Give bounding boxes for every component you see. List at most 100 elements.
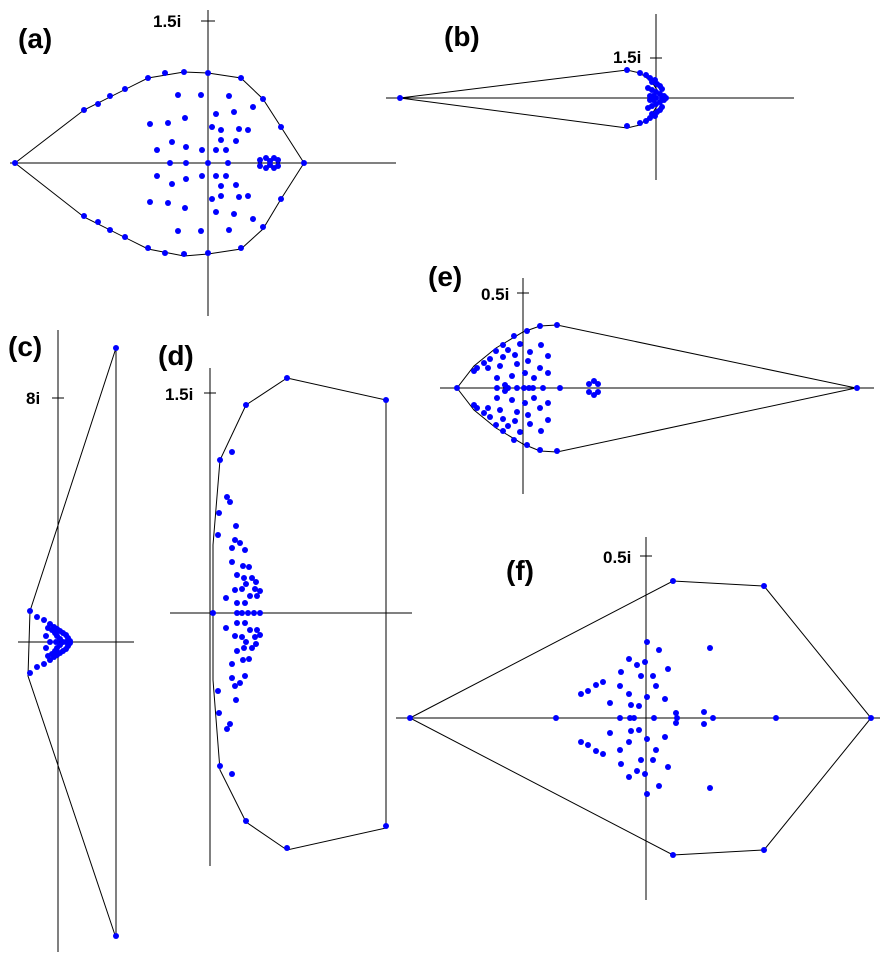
eigenvalue-point [216, 510, 222, 516]
eigenvalue-point [642, 659, 648, 665]
eigenvalue-point [636, 703, 642, 709]
eigenvalue-point [530, 385, 536, 391]
eigenvalue-point [236, 194, 242, 200]
eigenvalue-point [595, 389, 601, 395]
eigenvalue-point [229, 675, 235, 681]
eigenvalue-point [243, 581, 249, 587]
eigenvalue-point [257, 163, 263, 169]
eigenvalue-point [63, 639, 69, 645]
eigenvalue-point [454, 385, 460, 391]
eigenvalue-point [229, 559, 235, 565]
eigenvalue-point [229, 545, 235, 551]
eigenvalue-point [231, 211, 237, 217]
eigenvalue-point [761, 847, 767, 853]
eigenvalue-point [537, 405, 543, 411]
eigenvalue-point [254, 593, 260, 599]
eigenvalue-point [505, 347, 511, 353]
eigenvalue-point [524, 328, 530, 334]
eigenvalue-point [218, 127, 224, 133]
eigenvalue-point [162, 250, 168, 256]
eigenvalue-point [600, 679, 606, 685]
eigenvalue-point [245, 193, 251, 199]
eigenvalue-point [485, 365, 491, 371]
panel-d-tick-label: 1.5i [165, 385, 193, 404]
eigenvalue-point [240, 563, 246, 569]
eigenvalue-point [647, 115, 653, 121]
eigenvalue-point [618, 761, 624, 767]
eigenvalue-point [45, 625, 51, 631]
eigenvalue-point [509, 397, 515, 403]
eigenvalue-point [607, 730, 613, 736]
eigenvalue-point [43, 633, 49, 639]
eigenvalue-point [233, 138, 239, 144]
eigenvalue-point [237, 540, 243, 546]
panel-c-points [27, 345, 119, 939]
eigenvalue-point [210, 610, 216, 616]
eigenvalue-point [494, 375, 500, 381]
eigenvalue-point [237, 680, 243, 686]
eigenvalue-point [41, 617, 47, 623]
eigenvalue-point [34, 664, 40, 670]
eigenvalue-point [500, 354, 506, 360]
eigenvalue-point [647, 75, 653, 81]
panel-d-points [210, 375, 389, 851]
eigenvalue-point [242, 547, 248, 553]
eigenvalue-point [233, 523, 239, 529]
eigenvalue-point [651, 715, 657, 721]
panel-b-tick-label: 1.5i [613, 48, 641, 67]
eigenvalue-point [701, 721, 707, 727]
eigenvalue-point [253, 641, 259, 647]
eigenvalue-point [247, 627, 253, 633]
eigenvalue-point [644, 736, 650, 742]
eigenvalue-point [145, 75, 151, 81]
eigenvalue-point [578, 739, 584, 745]
eigenvalue-point [650, 93, 656, 99]
panel-c-tick-label: 8i [26, 389, 40, 408]
panel-d-label: (d) [158, 340, 194, 371]
eigenvalue-point [154, 147, 160, 153]
eigenvalue-point [81, 107, 87, 113]
eigenvalue-point [531, 395, 537, 401]
eigenvalue-point [232, 633, 238, 639]
eigenvalue-point [95, 101, 101, 107]
eigenvalue-point [231, 109, 237, 115]
eigenvalue-point [537, 365, 543, 371]
eigenvalue-point [213, 209, 219, 215]
eigenvalue-point [595, 381, 601, 387]
eigenvalue-point [181, 251, 187, 257]
eigenvalue-point [638, 757, 644, 763]
eigenvalue-point [213, 147, 219, 153]
eigenvalue-point [122, 86, 128, 92]
eigenvalue-point [650, 673, 656, 679]
eigenvalue-point [52, 630, 58, 636]
eigenvalue-point [243, 818, 249, 824]
eigenvalue-point [234, 610, 240, 616]
eigenvalue-point [213, 173, 219, 179]
eigenvalue-point [578, 691, 584, 697]
eigenvalue-point [659, 86, 665, 92]
eigenvalue-point [34, 614, 40, 620]
eigenvalue-point [229, 449, 235, 455]
eigenvalue-point [223, 173, 229, 179]
eigenvalue-point [586, 389, 592, 395]
eigenvalue-point [226, 93, 232, 99]
eigenvalue-point [254, 627, 260, 633]
eigenvalue-point [260, 224, 266, 230]
eigenvalue-point [175, 92, 181, 98]
panel-b: (b) 1.5i [386, 14, 794, 180]
eigenvalue-point [650, 757, 656, 763]
eigenvalue-point [239, 634, 245, 640]
eigenvalue-point [638, 673, 644, 679]
eigenvalue-point [113, 933, 119, 939]
panel-e-tick-label: 0.5i [481, 285, 509, 304]
eigenvalue-point [246, 656, 252, 662]
eigenvalue-point [223, 595, 229, 601]
panel-f-tick-label: 0.5i [603, 548, 631, 567]
eigenvalue-point [257, 610, 263, 616]
eigenvalue-point [242, 600, 248, 606]
eigenvalue-point [243, 402, 249, 408]
eigenvalue-point [205, 250, 211, 256]
eigenvalue-point [600, 751, 606, 757]
eigenvalue-point [245, 610, 251, 616]
